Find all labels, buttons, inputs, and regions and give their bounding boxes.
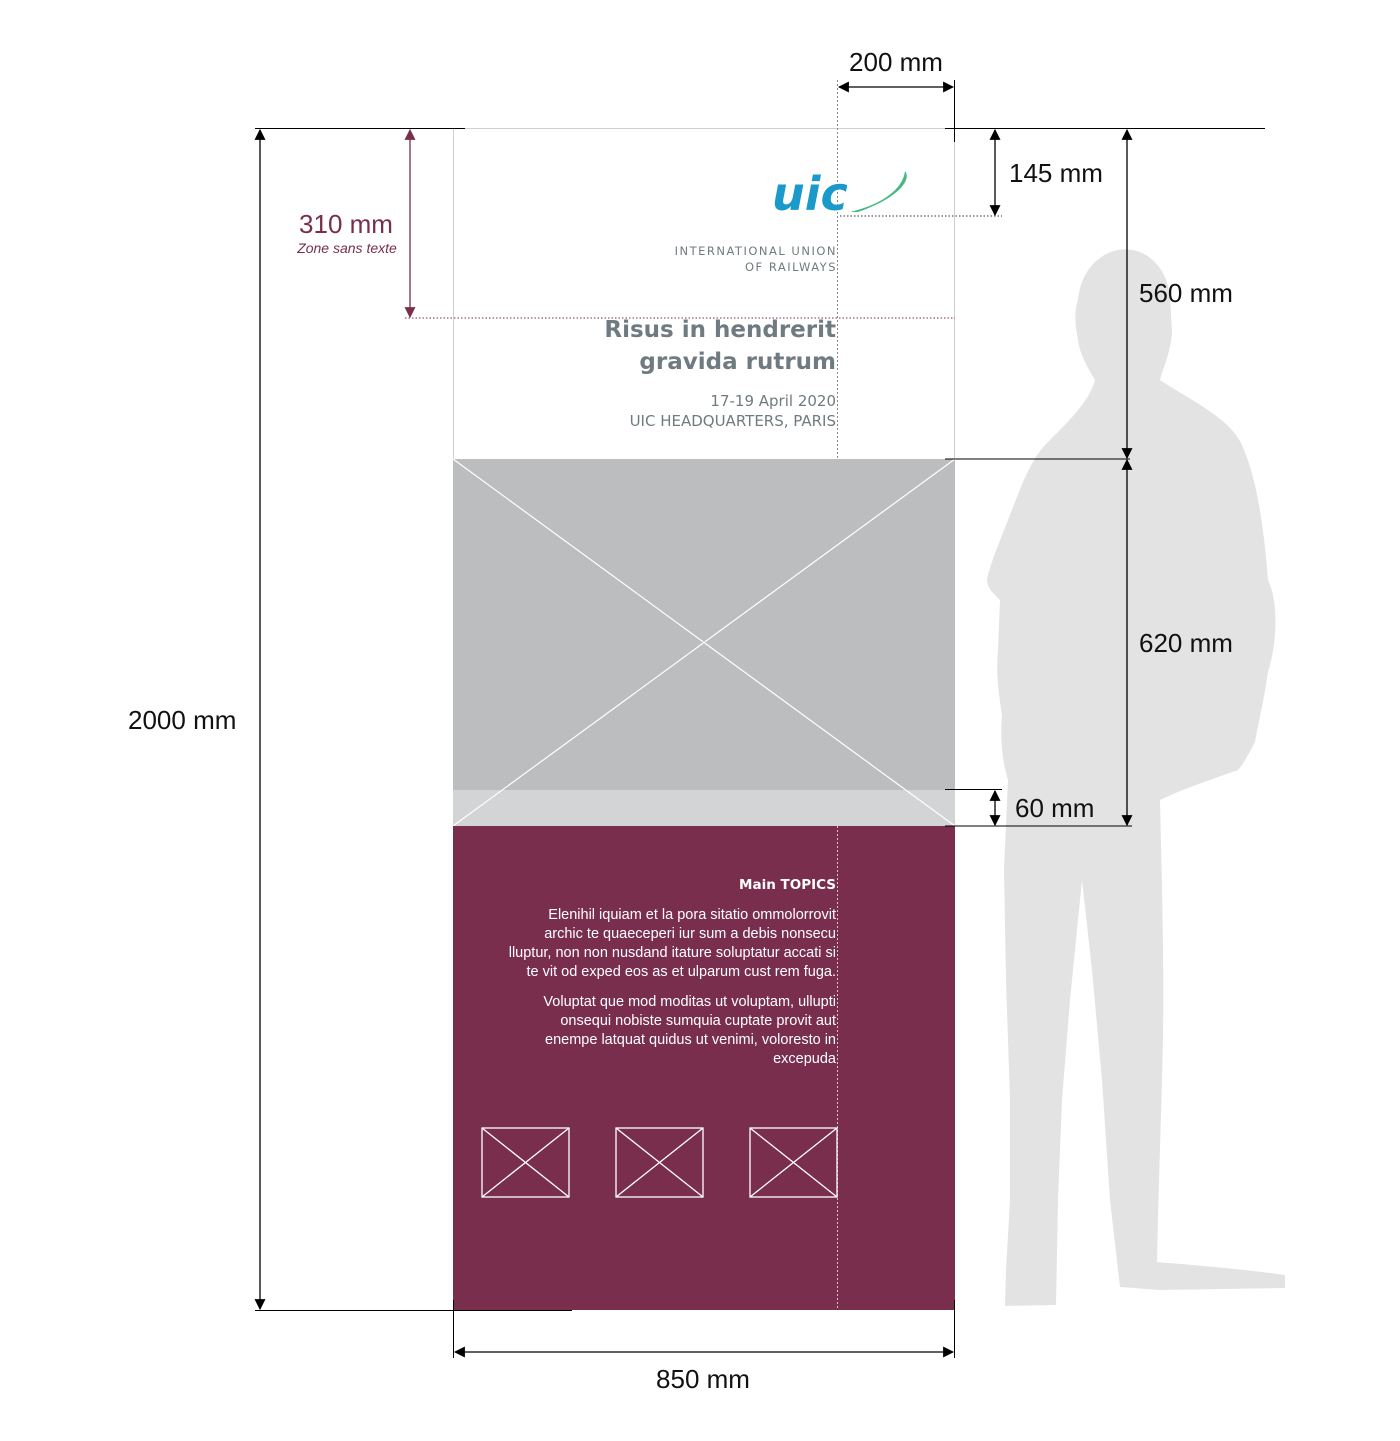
logo-subtitle-line1: INTERNATIONAL UNION: [675, 244, 837, 258]
uic-logo: uic INTERNATIONAL UNION OF RAILWAYS: [675, 167, 907, 274]
topics-paragraph-line: archic te quaeceperi iur sum a debis non…: [544, 926, 836, 942]
topics-paragraph-line: Voluptat que mod moditas ut voluptam, ul…: [543, 994, 836, 1010]
label-total-height: 2000 mm: [128, 705, 236, 735]
label-margin: 200 mm: [849, 47, 943, 77]
label-width: 850 mm: [656, 1364, 750, 1394]
banner-title-line2: gravida rutrum: [639, 349, 836, 375]
image-placeholder-icon: [615, 1127, 704, 1198]
image-placeholder-icon: [481, 1127, 570, 1198]
label-header-zone: 560 mm: [1139, 278, 1233, 308]
topics-paragraph-line: enempe latquat quidus ut venimi, volores…: [545, 1032, 836, 1048]
logo-mark: uic: [772, 167, 848, 221]
event-venue: UIC HEADQUARTERS, PARIS: [630, 412, 836, 430]
banner-title-line1: Risus in hendrerit: [604, 317, 836, 343]
topics-paragraph-line: lluptur, non non nusdand itature solupta…: [509, 945, 836, 961]
image-placeholder: [453, 459, 955, 790]
logo-swoosh-icon: [850, 171, 907, 212]
label-no-text-zone: 310 mm: [299, 209, 393, 239]
topics-paragraph-line: Elenihil iquiam et la pora sitatio ommol…: [548, 907, 836, 923]
logo-subtitle-line2: OF RAILWAYS: [745, 260, 837, 274]
topics-panel: [453, 826, 955, 1310]
band-strip: [453, 790, 955, 826]
topics-paragraph-line: excepuda: [773, 1051, 837, 1067]
event-date: 17-19 April 2020: [710, 392, 836, 410]
person-silhouette-icon: [987, 249, 1285, 1306]
topics-paragraph-line: onsequi nobiste sumquia cuptate provit a…: [560, 1013, 836, 1029]
image-placeholder-icon: [749, 1127, 838, 1198]
topics-paragraph-line: te vit od exped eos as et ulparum cust r…: [527, 964, 837, 980]
image-cross-line: [452, 458, 956, 827]
topics-heading: Main TOPICS: [739, 877, 836, 893]
label-image-zone: 620 mm: [1139, 628, 1233, 658]
label-no-text-note: Zone sans texte: [296, 240, 397, 256]
label-band: 60 mm: [1015, 793, 1094, 823]
label-logo-zone: 145 mm: [1009, 158, 1103, 188]
